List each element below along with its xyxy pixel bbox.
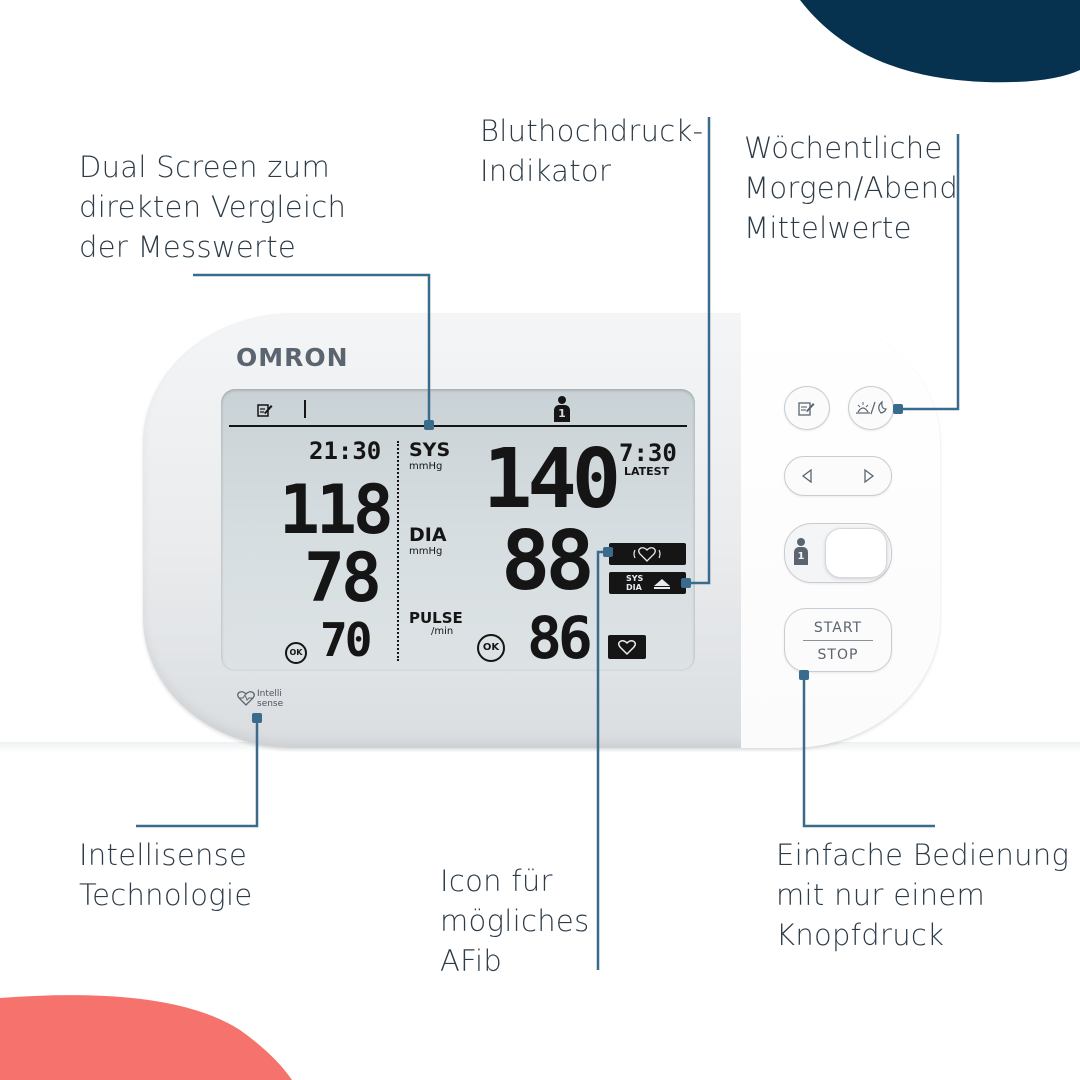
left-dia-value: 78: [304, 539, 382, 618]
intellisense-logo: Intelli sense: [236, 688, 296, 712]
screen-divider: [397, 441, 399, 661]
pulse-label: PULSE: [409, 609, 463, 627]
pulse-unit: /min: [431, 626, 454, 637]
top-separator: [304, 400, 306, 418]
latest-label: LATEST: [624, 465, 670, 478]
coral-blob: [0, 995, 292, 1080]
intellisense-text-2: sense: [257, 699, 284, 709]
memory-icon: [257, 404, 273, 417]
annotation-afib: Icon für mögliches AFib: [440, 864, 590, 978]
left-sys-value: 118: [279, 471, 394, 550]
afib-heart-icon: [609, 543, 686, 565]
callout-line-intellisense: [136, 718, 259, 828]
start-label: START: [813, 620, 863, 636]
arrow-right-icon: [864, 469, 875, 483]
indicator-dia: DIA: [626, 583, 642, 592]
right-time: 7:30: [619, 439, 677, 467]
sys-unit: mmHg: [409, 461, 443, 472]
callout-line-dual-screen: [193, 273, 431, 425]
navigation-button[interactable]: [784, 456, 892, 496]
annotation-intellisense: Intellisense Technologie: [79, 838, 253, 912]
left-time: 21:30: [309, 437, 382, 465]
callout-dot-weekly-avg: [893, 404, 903, 414]
morning-evening-icon: [856, 400, 887, 415]
up-triangle-icon: [654, 579, 670, 589]
callout-line-weekly-avg: [898, 134, 960, 411]
heart-icon: [608, 635, 646, 659]
right-sys-value: 140: [483, 432, 621, 527]
memory-button[interactable]: [784, 386, 830, 430]
annotation-bp-indicator: Bluthochdruck- Indikator: [480, 114, 704, 188]
callout-line-one-button: [802, 675, 935, 828]
ok-icon-right: OK: [477, 634, 505, 662]
indicator-sys: SYS: [626, 574, 644, 583]
top-rule: [229, 425, 687, 427]
callout-dot-intellisense: [252, 713, 262, 723]
annotation-one-button: Einfache Bedienung mit nur einem Knopfdr…: [776, 838, 1070, 952]
start-stop-divider: [803, 640, 873, 641]
brand-logo: OMRON: [236, 343, 349, 372]
annotation-weekly-avg: Wöchentliche Morgen/Abend Mittelwerte: [744, 131, 959, 245]
start-stop-button[interactable]: START STOP: [784, 608, 892, 672]
callout-line-afib: [596, 550, 608, 970]
sys-label: SYS: [409, 439, 451, 461]
hypertension-indicator: SYS DIA: [609, 572, 686, 594]
user-icon: 1: [794, 538, 808, 566]
user-icon-lcd: 1: [554, 396, 570, 422]
user-select-switch[interactable]: 1: [784, 523, 892, 583]
callout-dot-bp-indicator: [681, 578, 691, 588]
right-dia-value: 88: [501, 514, 595, 609]
memory-icon: [798, 402, 815, 416]
arrow-left-icon: [801, 469, 812, 483]
dia-unit: mmHg: [409, 546, 443, 557]
intellisense-text-1: Intelli: [257, 689, 282, 699]
callout-dot-dual-screen: [424, 420, 434, 430]
left-pulse-value: 70: [320, 613, 372, 667]
navy-blob: [800, 0, 1080, 83]
stop-label: STOP: [817, 647, 859, 663]
callout-dot-afib: [603, 547, 613, 557]
callout-dot-one-button: [799, 670, 809, 680]
callout-line-bp-indicator: [685, 117, 711, 585]
ok-icon: OK: [285, 642, 307, 664]
lcd-screen: 1 21:30 118 78 70 OK SYS mmHg DIA mmHg P…: [221, 389, 695, 671]
annotation-dual-screen: Dual Screen zum direkten Vergleich der M…: [79, 150, 347, 264]
switch-knob[interactable]: [825, 528, 887, 578]
dia-label: DIA: [409, 524, 447, 546]
heartbeat-icon: [237, 691, 255, 706]
right-pulse-value: 86: [527, 604, 593, 672]
